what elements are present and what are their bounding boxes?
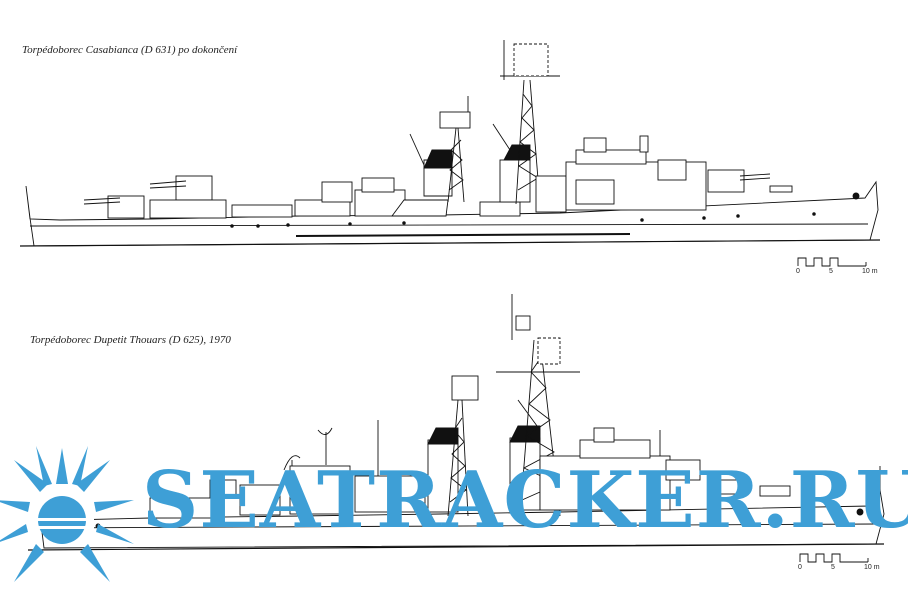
caption-dupetit-thouars: Torpédoborec Dupetit Thouars (D 625), 19… — [30, 334, 231, 346]
scale-top-end: 10 m — [862, 268, 878, 275]
scale-bottom-mid: 5 — [831, 564, 835, 571]
watermark-text: SEATRACKER.RU — [142, 455, 908, 546]
scale-top-mid: 5 — [829, 268, 833, 275]
sun-logo-icon — [0, 446, 134, 582]
ship-profile-casabianca — [19, 40, 881, 247]
caption-casabianca: Torpédoborec Casabianca (D 631) po dokon… — [22, 44, 238, 56]
scale-bottom-end: 10 m — [864, 564, 880, 571]
scale-top-start: 0 — [796, 268, 800, 275]
scale-bar-bottom — [799, 553, 869, 563]
ship-profile-dupetit-thouars — [27, 294, 885, 551]
scale-bar-top — [797, 257, 867, 267]
scale-bottom-start: 0 — [798, 564, 802, 571]
